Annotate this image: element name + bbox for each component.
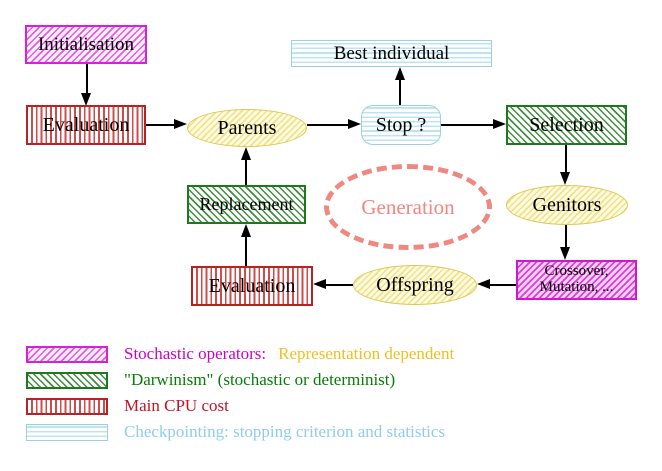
arrow-line-replacement-parents xyxy=(245,159,247,185)
node-selection-label: Selection xyxy=(529,113,604,136)
legend-label-representation-dependent: Representation dependent xyxy=(278,344,455,363)
legend-label-main-cpu-cost: Main CPU cost xyxy=(124,396,229,415)
legend-row-main-cpu-cost: Main CPU cost xyxy=(26,396,229,416)
legend-row-darwinism: "Darwinism" (stochastic or determinist) xyxy=(26,370,395,390)
generation-loop-ellipse: Generation xyxy=(324,164,492,250)
arrow-line-genitors-crossover xyxy=(565,225,567,248)
arrowhead-left-icon xyxy=(313,279,326,289)
legend-swatch-green-hatch xyxy=(26,371,108,389)
node-evaluation-bottom-label: Evaluation xyxy=(208,274,296,297)
arrowhead-up-icon xyxy=(241,224,251,237)
arrow-line-evaluation-parents xyxy=(146,124,175,126)
legend-swatch-red-stripes xyxy=(26,397,108,415)
arrow-line-offspring-evaluation xyxy=(325,284,353,286)
node-parents-label: Parents xyxy=(217,116,277,139)
legend-label-stochastic-operators: Stochastic operators: xyxy=(124,344,267,363)
node-parents: Parents xyxy=(187,109,307,147)
node-evaluation-top: Evaluation xyxy=(26,105,146,145)
arrow-line-crossover-offspring xyxy=(489,284,516,286)
arrow-line-stop-selection xyxy=(441,124,494,126)
arrowhead-down-icon xyxy=(560,172,570,185)
arrow-line-stop-best-individual xyxy=(399,79,401,105)
node-replacement: Replacement xyxy=(187,185,306,224)
arrow-line-evaluation-replacement xyxy=(245,236,247,266)
node-evaluation-top-label: Evaluation xyxy=(42,113,130,136)
node-initialisation-label: Initialisation xyxy=(37,33,135,55)
node-stop: Stop ? xyxy=(361,105,441,145)
arrowhead-right-icon xyxy=(493,119,506,129)
node-initialisation: Initialisation xyxy=(25,25,147,64)
legend-row-checkpointing: Checkpointing: stopping criterion and st… xyxy=(26,422,445,442)
arrowhead-right-icon xyxy=(174,119,187,129)
node-best-individual: Best individual xyxy=(291,40,492,67)
node-genitors: Genitors xyxy=(506,185,628,225)
arrow-line-initialisation-evaluation xyxy=(86,64,88,94)
node-evaluation-bottom: Evaluation xyxy=(191,266,313,306)
node-selection: Selection xyxy=(506,105,627,145)
node-crossover-label: Crossover, xyxy=(544,263,609,280)
node-replacement-label: Replacement xyxy=(199,194,294,215)
legend-swatch-magenta-hatch xyxy=(26,345,108,363)
arrowhead-up-icon xyxy=(241,147,251,160)
arrowhead-right-icon xyxy=(348,119,361,129)
arrowhead-left-icon xyxy=(477,279,490,289)
node-stop-label: Stop ? xyxy=(375,113,427,136)
arrowhead-down-icon xyxy=(81,93,91,106)
node-mutation-label: Mutation, ... xyxy=(539,279,614,295)
arrowhead-up-icon xyxy=(395,67,405,80)
legend-row-stochastic-operators: Stochastic operators: Representation dep… xyxy=(26,344,454,364)
generation-label: Generation xyxy=(361,194,455,219)
node-best-individual-label: Best individual xyxy=(333,42,450,64)
arrowhead-down-icon xyxy=(560,247,570,260)
legend-label-checkpointing: Checkpointing: stopping criterion and st… xyxy=(124,422,446,441)
arrow-line-selection-genitors xyxy=(565,145,567,173)
node-crossover-mutation: Crossover, Mutation, ... xyxy=(516,260,637,300)
legend-swatch-cyan-stripes xyxy=(26,423,108,441)
node-offspring-label: Offspring xyxy=(376,273,454,296)
node-offspring: Offspring xyxy=(353,265,477,305)
node-genitors-label: Genitors xyxy=(532,193,602,216)
legend-label-darwinism: "Darwinism" (stochastic or determinist) xyxy=(124,370,396,389)
arrow-line-parents-stop xyxy=(307,124,349,126)
